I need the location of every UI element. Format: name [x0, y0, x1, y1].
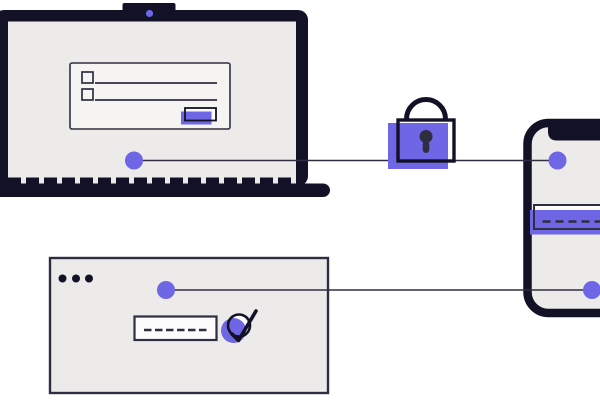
login-form — [69, 62, 231, 130]
window-dot-3 — [85, 274, 93, 283]
connector-dot-browser — [157, 281, 175, 299]
phone-password-field — [530, 204, 600, 235]
checkbox-2 — [81, 88, 94, 101]
keyhole-stem — [422, 141, 430, 153]
laptop-base — [0, 183, 330, 197]
submit-button-outline — [184, 107, 217, 122]
checkbox-1 — [81, 71, 94, 84]
browser-window — [48, 256, 330, 395]
browser-password-field — [133, 315, 218, 342]
phone — [523, 118, 600, 318]
submit-button — [181, 107, 217, 125]
keyhole-circle — [419, 130, 433, 143]
lock-shackle — [404, 97, 448, 125]
phone-notch — [548, 124, 600, 141]
laptop — [0, 3, 330, 197]
check-icon — [221, 309, 258, 343]
connector-dot-phone-top — [548, 151, 567, 170]
keyhole-icon — [419, 130, 433, 153]
check-circle-fill — [221, 318, 246, 343]
webcam-dot-icon — [145, 9, 154, 18]
window-dot-1 — [58, 274, 67, 283]
browser-password-box — [133, 315, 218, 342]
phone-password-outline — [533, 204, 600, 230]
connector-dot-laptop — [125, 151, 143, 170]
check-mark — [230, 309, 258, 343]
window-controls-dots — [58, 274, 93, 283]
lock-body-outline — [396, 118, 456, 163]
lock-icon — [388, 97, 456, 169]
connector-dot-phone-bottom — [583, 281, 600, 299]
window-dot-2 — [72, 274, 80, 283]
